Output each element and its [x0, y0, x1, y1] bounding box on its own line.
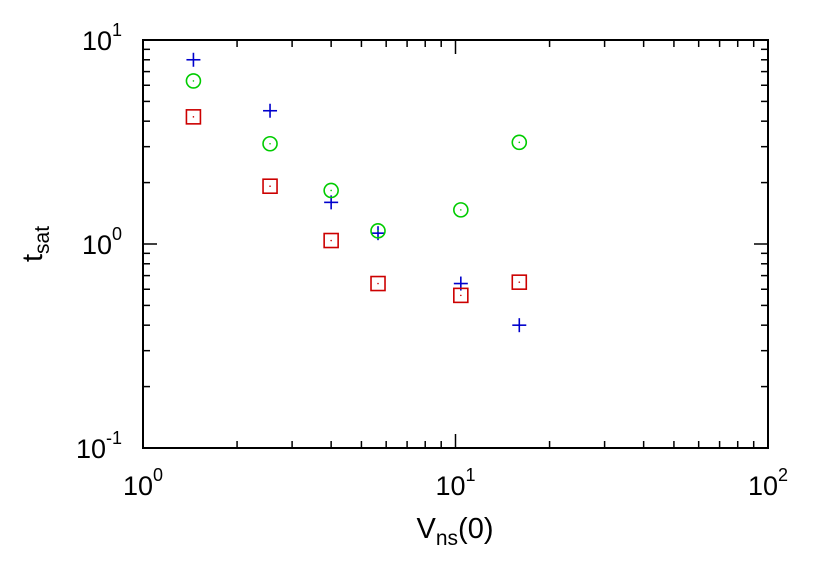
circle-marker-point — [511, 134, 528, 151]
axis-ticks — [142, 39, 769, 449]
y-axis-label-sub: sat — [31, 226, 54, 254]
square-marker-point — [262, 178, 278, 195]
square-marker-point — [453, 287, 469, 304]
y-axis-label-base: t — [17, 254, 49, 262]
x-tick-label: 100 — [123, 465, 163, 501]
circle-marker-point — [185, 73, 202, 89]
plot-frame — [142, 39, 769, 449]
x-tick-label: 101 — [435, 465, 475, 501]
plus-marker-point — [186, 52, 201, 67]
data-points — [185, 52, 528, 333]
y-tick-label: 100 — [82, 224, 122, 260]
y-tick-label: 10-1 — [76, 428, 122, 464]
y-tick-labels: 10-1 100 101 — [76, 20, 122, 464]
square-marker-point — [323, 232, 339, 249]
x-axis-label-suffix: (0) — [458, 513, 493, 545]
x-tick-labels: 100 101 102 — [123, 465, 788, 501]
y-tick-label: 101 — [82, 20, 122, 56]
circle-marker-point — [323, 182, 339, 199]
circle-marker-point — [370, 223, 386, 239]
square-marker-point — [370, 275, 386, 292]
x-axis-label: Vns(0) — [417, 513, 494, 550]
plus-marker-point — [263, 103, 278, 118]
square-marker-point — [511, 274, 528, 290]
circle-marker-point — [262, 135, 278, 152]
plus-marker-point — [512, 318, 527, 333]
y-axis-label: tsat — [17, 226, 54, 262]
x-axis-label-sub: ns — [436, 527, 458, 550]
x-tick-label: 102 — [748, 465, 788, 501]
square-marker-point — [185, 109, 202, 125]
x-axis-label-base: V — [417, 513, 437, 545]
circle-marker-point — [453, 202, 469, 218]
